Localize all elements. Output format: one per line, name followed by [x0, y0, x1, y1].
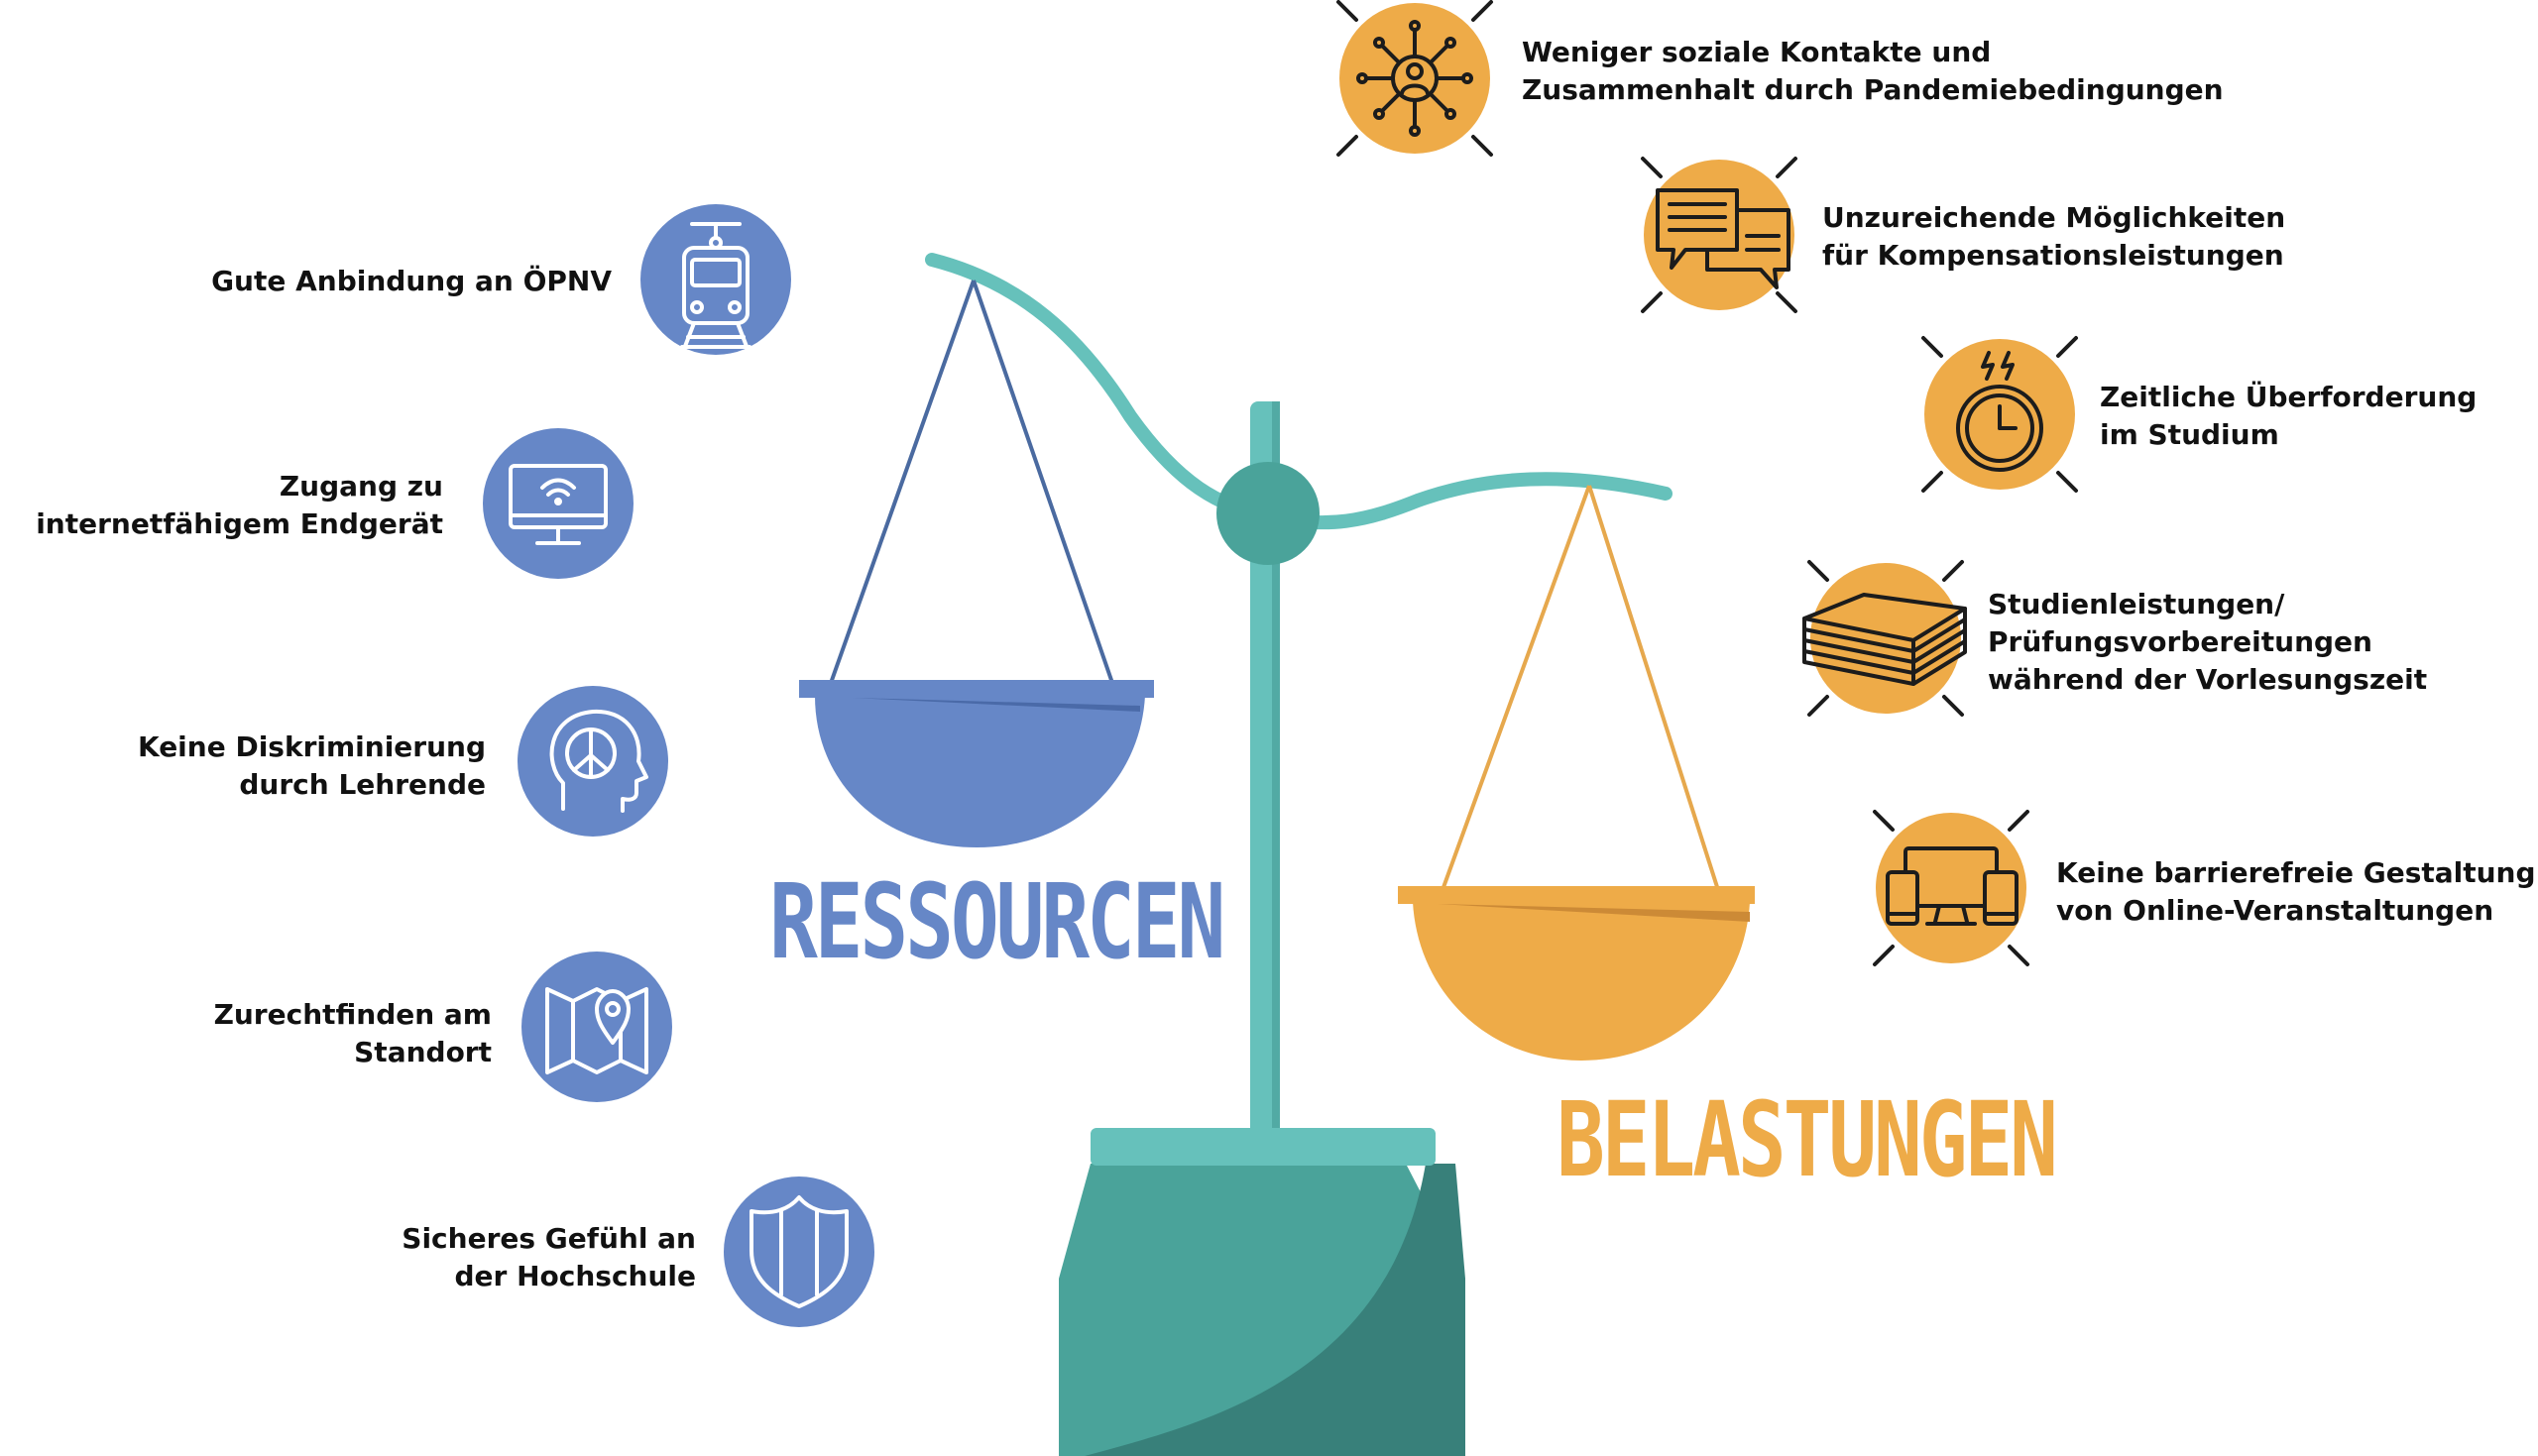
resource-label-oepnv: Gute Anbindung an ÖPNV [211, 265, 612, 297]
resource-label-orientation: Zurechtfinden am Standort [213, 998, 492, 1068]
paper-stack-icon [1802, 560, 1967, 717]
scale-pivot [1216, 462, 1320, 565]
head-peace-icon [518, 686, 668, 837]
left-pan [799, 280, 1154, 847]
shield-icon [724, 1176, 874, 1327]
scale-base [1059, 1128, 1465, 1456]
burdens-title: BELASTUNGEN [1557, 1079, 2058, 1200]
resource-label-safety: Sicheres Gefühl an der Hochschule [402, 1222, 696, 1292]
resource-icons [483, 204, 874, 1327]
burden-label-accessibility: Keine barrierefreie Gestaltung von Onlin… [2056, 856, 2536, 927]
stress-clock-icon [1921, 336, 2078, 493]
burden-label-social: Weniger soziale Kontakte und Zusammenhal… [1522, 36, 2224, 106]
burden-label-time: Zeitliche Überforderung im Studium [2100, 381, 2478, 451]
burden-label-compensation: Unzureichende Möglichkeiten für Kompensa… [1822, 201, 2286, 272]
burden-label-exams: Studienleistungen/ Prüfungsvorbereitunge… [1988, 588, 2428, 696]
scale [799, 253, 1755, 1456]
resource-label-device: Zugang zu internetfähigem Endgerät [36, 470, 443, 540]
devices-icon [1873, 810, 2029, 966]
map-pin-icon [521, 952, 672, 1102]
resource-label-discrimination: Keine Diskriminierung durch Lehrende [137, 730, 486, 801]
network-person-icon [1336, 0, 1493, 157]
burden-icons [1336, 0, 2078, 966]
monitor-wifi-icon [483, 428, 634, 579]
train-icon [640, 204, 791, 355]
right-pan [1398, 485, 1755, 1061]
chat-bubbles-icon [1641, 157, 1797, 313]
resources-title: RESSOURCEN [769, 861, 1225, 982]
